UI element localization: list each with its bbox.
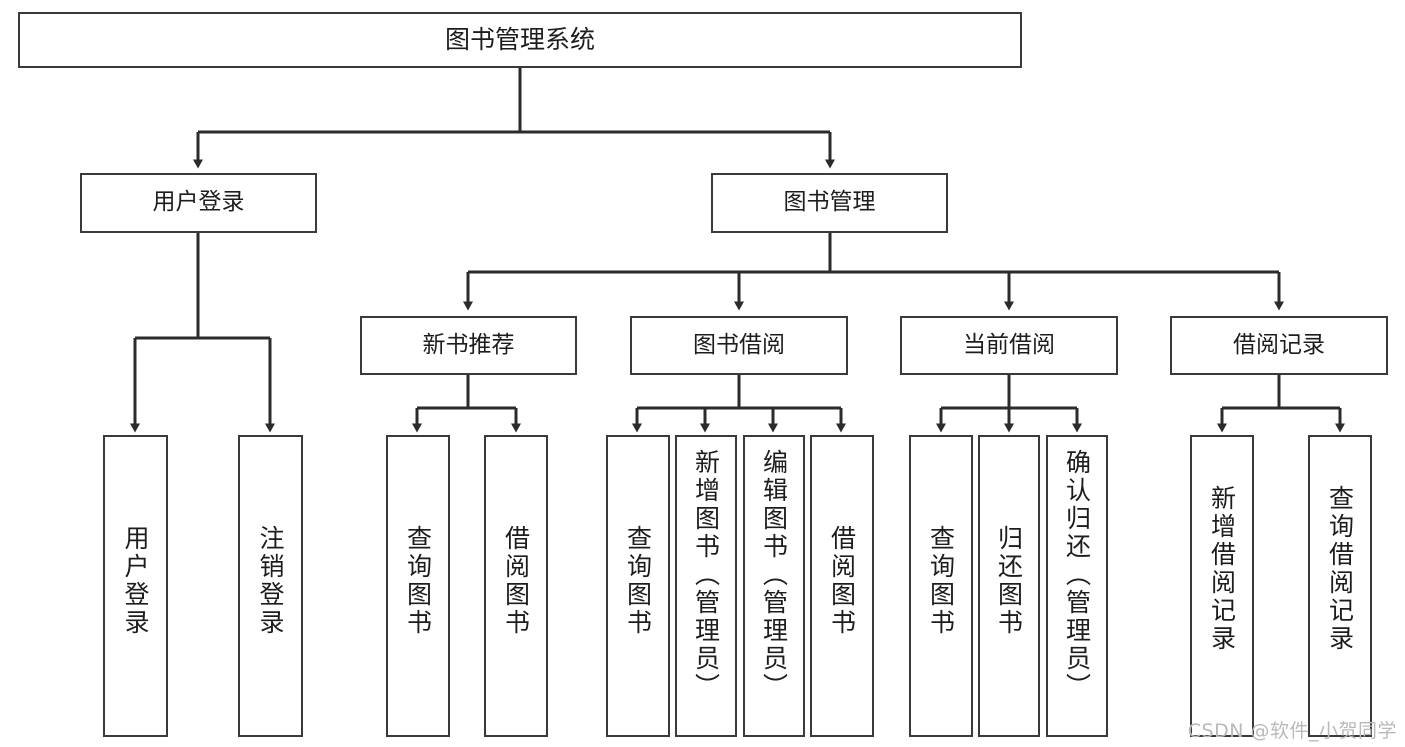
node-label: 当前借阅	[963, 331, 1055, 358]
leaf-add-borrow-record[interactable]: 新增借阅记录	[1190, 435, 1254, 737]
node-label: 查询图书	[403, 525, 433, 637]
node-book-borrow[interactable]: 图书借阅	[630, 316, 848, 375]
node-label: 新增图书（管理员）	[691, 449, 721, 701]
node-new-book-recommend[interactable]: 新书推荐	[360, 316, 577, 375]
node-label: 新书推荐	[422, 331, 515, 358]
node-label: 用户登录	[152, 189, 245, 216]
node-label: 查询借阅记录	[1325, 485, 1355, 653]
leaf-query-borrow-record[interactable]: 查询借阅记录	[1308, 435, 1372, 737]
node-label: 借阅图书	[501, 525, 531, 637]
node-label: 查询图书	[623, 525, 653, 637]
node-user-login[interactable]: 用户登录	[80, 173, 317, 233]
csdn-watermark: CSDN @软件_小贺同学	[1187, 720, 1397, 742]
node-book-management[interactable]: 图书管理	[711, 173, 948, 233]
leaf-edit-book-admin[interactable]: 编辑图书（管理员）	[743, 435, 805, 737]
node-label: 确认归还（管理员）	[1062, 449, 1092, 701]
leaf-user-logout[interactable]: 注销登录	[238, 435, 303, 737]
leaf-borrow-book[interactable]: 借阅图书	[810, 435, 874, 737]
node-label: 图书管理	[783, 189, 876, 216]
node-label: 查询图书	[926, 525, 956, 637]
leaf-user-login[interactable]: 用户登录	[103, 435, 168, 737]
node-borrow-record[interactable]: 借阅记录	[1170, 316, 1388, 375]
node-label: 编辑图书（管理员）	[759, 449, 789, 701]
leaf-query-book-current[interactable]: 查询图书	[909, 435, 973, 737]
leaf-return-book[interactable]: 归还图书	[978, 435, 1040, 737]
node-label: 借阅图书	[827, 525, 857, 637]
node-label: 归还图书	[994, 525, 1024, 637]
leaf-add-book-admin[interactable]: 新增图书（管理员）	[675, 435, 737, 737]
leaf-confirm-return-admin[interactable]: 确认归还（管理员）	[1046, 435, 1108, 737]
node-root-library-system[interactable]: 图书管理系统	[18, 12, 1022, 68]
node-label: 新增借阅记录	[1207, 485, 1237, 653]
leaf-query-book-recommend[interactable]: 查询图书	[386, 435, 450, 737]
node-current-borrow[interactable]: 当前借阅	[900, 316, 1118, 375]
node-label: 注销登录	[256, 525, 285, 637]
node-label: 图书管理系统	[444, 25, 595, 54]
node-label: 用户登录	[121, 525, 150, 637]
node-label: 图书借阅	[693, 331, 785, 358]
leaf-borrow-book-recommend[interactable]: 借阅图书	[484, 435, 548, 737]
node-label: 借阅记录	[1233, 331, 1325, 358]
leaf-query-book-borrow[interactable]: 查询图书	[606, 435, 670, 737]
